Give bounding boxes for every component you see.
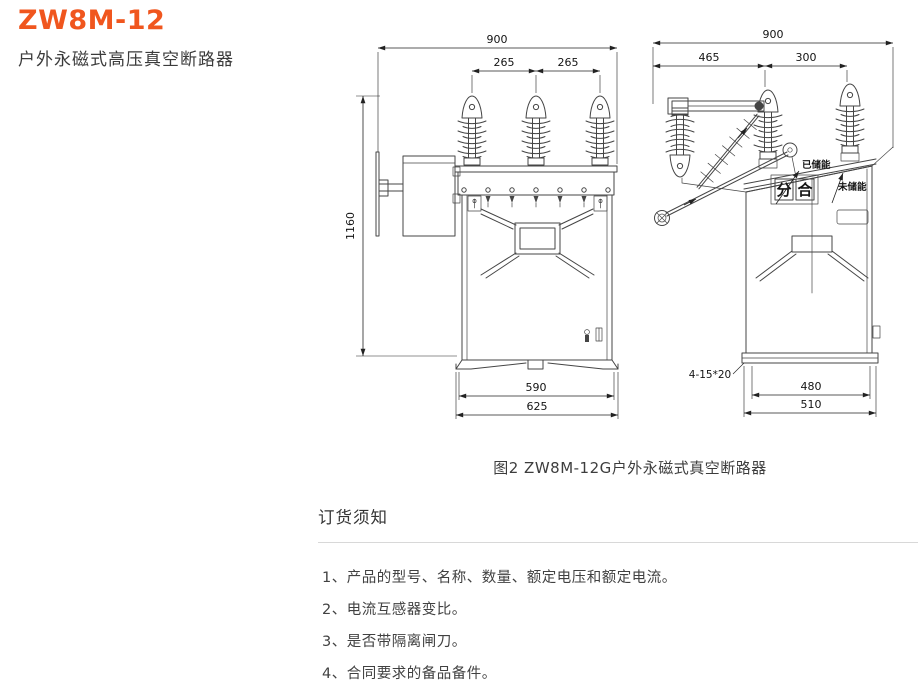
front-view: 900 265 265 1160 <box>344 33 619 419</box>
ordering-heading: 订货须知 <box>318 508 388 527</box>
side-tank-body <box>745 146 894 354</box>
side-view: 900 465 300 <box>652 28 894 417</box>
bushing-icon <box>753 89 783 160</box>
front-tank-body <box>461 194 613 361</box>
ordering-item: 4、合同要求的备品备件。 <box>322 666 497 682</box>
ordering-section: 订货须知 1、产品的型号、名称、数量、额定电压和额定电流。 2、电流互感器变比。… <box>318 504 918 694</box>
dim-front-base-inner: 590 <box>458 372 615 400</box>
product-model-title: ZW8M-12 <box>18 5 166 36</box>
dim-front-height: 1160 <box>344 95 457 357</box>
front-base <box>455 359 619 370</box>
bushing-icon <box>835 83 865 154</box>
engineering-drawing: 900 265 265 1160 <box>344 28 894 419</box>
ordering-item: 1、产品的型号、名称、数量、额定电压和额定电流。 <box>322 570 677 586</box>
dim-front-overall-width: 900 <box>377 33 618 164</box>
bushing-icon <box>457 95 487 166</box>
isolator-arm <box>665 97 765 193</box>
side-bushings <box>743 83 877 190</box>
open-close-indicator: 分 合 已储能 未储能 <box>770 159 867 205</box>
mounting-holes-label: 4-15*20 <box>689 369 731 381</box>
front-mechanism-box <box>375 151 461 237</box>
catalog-page: { "theme": { "accent": "#f0561e", "line_… <box>18 5 920 682</box>
bushing-icon <box>665 107 695 178</box>
energy-unstored-label: 未储能 <box>837 181 867 193</box>
dim-label-front-base-outer: 625 <box>527 400 548 413</box>
figure-drawing: 900 265 265 1160 <box>340 26 920 478</box>
bushing-icon <box>585 95 615 166</box>
divider <box>318 542 918 543</box>
dim-label-pole-offset: 300 <box>796 51 817 64</box>
dim-front-pole-spacing: 265 265 <box>471 56 601 93</box>
dim-label-pole-spacing-left: 265 <box>494 56 515 69</box>
dim-label-front-height: 1160 <box>344 212 357 240</box>
mounting-holes-callout: 4-15*20 <box>689 362 745 381</box>
dim-label-side-depth: 900 <box>763 28 784 41</box>
dim-side-base-inner: 480 <box>751 366 871 399</box>
ordering-item: 2、电流互感器变比。 <box>322 602 467 618</box>
side-base <box>741 352 879 364</box>
open-indicator-label: 分 <box>776 181 791 199</box>
front-top-frame <box>454 165 618 208</box>
dim-label-arm-reach: 465 <box>699 51 720 64</box>
energy-stored-label: 已储能 <box>802 159 831 171</box>
dim-side-base-outer: 510 <box>743 366 877 417</box>
front-bushings <box>457 95 615 166</box>
dim-label-pole-spacing-right: 265 <box>558 56 579 69</box>
bushing-icon <box>521 95 551 166</box>
ordering-list: 1、产品的型号、名称、数量、额定电压和额定电流。 2、电流互感器变比。 3、是否… <box>318 566 918 683</box>
ordering-item: 3、是否带隔离闸刀。 <box>322 634 467 650</box>
dim-front-base-outer: 625 <box>455 372 619 419</box>
dim-label-side-base-inner: 480 <box>801 380 822 393</box>
operating-rod <box>654 142 798 226</box>
dim-label-front-base-inner: 590 <box>526 381 547 394</box>
figure-caption: 图2 ZW8M-12G户外永磁式真空断路器 <box>493 459 767 477</box>
dim-side-overall-depth: 900 <box>652 28 894 148</box>
dim-label-front-width: 900 <box>487 33 508 46</box>
close-indicator-label: 合 <box>796 181 813 199</box>
title-block: ZW8M-12 户外永磁式高压真空断路器 <box>18 6 234 70</box>
dim-label-side-base-outer: 510 <box>801 398 822 411</box>
dim-side-arm-reach: 465 300 <box>653 51 848 87</box>
product-name-subtitle: 户外永磁式高压真空断路器 <box>18 49 234 70</box>
